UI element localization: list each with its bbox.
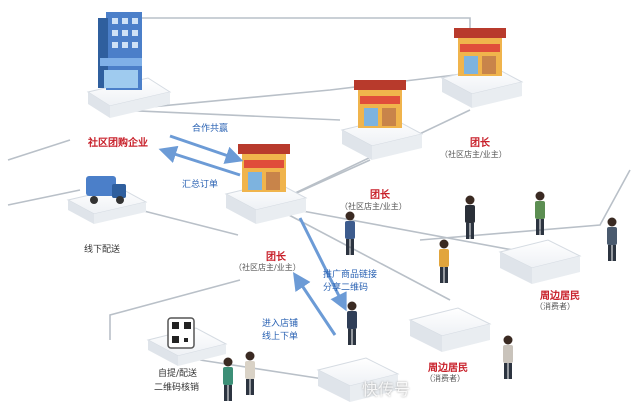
- summary-order-label: 汇总订单: [182, 180, 219, 190]
- delivery-truck-icon: [66, 176, 148, 224]
- promote-label-1: 推广商品链接: [323, 270, 378, 280]
- store-top-icon: [440, 28, 524, 108]
- arrow-store-order: [293, 272, 337, 336]
- person-resident-b-icon: [439, 239, 449, 283]
- leader-main-label: 团长: [266, 252, 286, 263]
- pickup-label-2: 二维码核销: [154, 383, 200, 393]
- line-top-frame: [117, 17, 471, 62]
- cooperation-label: 合作共赢: [192, 124, 229, 134]
- line-enterprise-top: [117, 71, 481, 111]
- arrow-summary-order: [158, 145, 241, 177]
- resident-platform-b: [408, 307, 492, 352]
- enterprise-building-icon: [86, 12, 172, 118]
- enterprise-label: 社区团购企业: [88, 138, 148, 149]
- leader-main-sub: （社区店主/业主）: [234, 263, 301, 272]
- resident-a-label: 周边居民: [540, 291, 580, 302]
- arrow-promote: [298, 217, 347, 312]
- person-center-icon: [347, 301, 357, 345]
- person-courier-icon: [465, 195, 475, 239]
- resident-b-label: 周边居民: [428, 363, 468, 374]
- person-right-icon: [607, 217, 617, 261]
- line-truck-main: [139, 209, 239, 236]
- person-pickup-a-icon: [223, 357, 233, 401]
- people-group: [223, 191, 617, 401]
- resident-a-sub: （消费者）: [535, 302, 575, 311]
- store-mid-icon: [340, 80, 424, 160]
- arrow-cooperation: [169, 134, 244, 164]
- leader-top-sub: （社区店主/业主）: [440, 150, 507, 159]
- leader-top-label: 团长: [470, 138, 490, 149]
- line-truck-left: [7, 189, 81, 206]
- resident-b-sub: （消费者）: [425, 374, 465, 383]
- store-order-label-2: 线上下单: [262, 332, 299, 342]
- flow-arrows: [158, 134, 347, 336]
- leader-mid-label: 团长: [370, 190, 390, 201]
- person-resident-a-icon: [535, 191, 545, 235]
- offline-delivery-label: 线下配送: [84, 245, 121, 255]
- line-left-in: [7, 139, 71, 161]
- leader-mid-sub: （社区店主/业主）: [340, 202, 407, 211]
- watermark: 快传号: [362, 380, 411, 399]
- resident-platform-a: [498, 239, 582, 284]
- line-enterprise-mid: [117, 109, 341, 121]
- line-qr-resident: [199, 359, 331, 381]
- person-leader-icon: [345, 211, 355, 255]
- store-main-icon: [224, 144, 308, 224]
- line-right: [419, 169, 631, 241]
- pickup-label-1: 自提/配送: [158, 369, 198, 379]
- line-main-resident-a: [269, 204, 541, 256]
- person-pickup-b-icon: [245, 351, 255, 395]
- store-group: [224, 28, 524, 224]
- resident-platform-c: [316, 357, 400, 402]
- person-bottom-icon: [503, 335, 513, 379]
- promote-label-2: 分享二维码: [323, 283, 369, 293]
- store-order-label-1: 进入店铺: [262, 319, 299, 329]
- qr-code-icon: [146, 317, 228, 366]
- line-qr-main: [109, 279, 241, 340]
